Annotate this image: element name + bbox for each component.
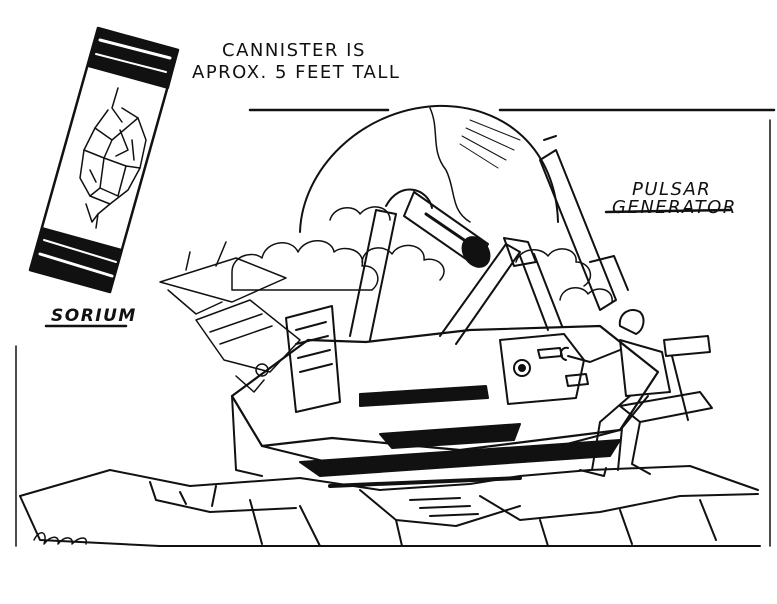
sorium-crystal (79, 87, 147, 229)
operator-chair (619, 335, 713, 475)
signature-scribble (33, 532, 88, 545)
pulsar-generator-machine (230, 135, 660, 477)
spaceship (159, 241, 301, 393)
pulsar-label-line-1: PULSAR (632, 179, 712, 200)
planet (299, 104, 559, 233)
clouds (231, 206, 613, 303)
sorium-canister (28, 26, 180, 294)
operator-figure (560, 308, 671, 477)
cannister-note-line-1: CANNISTER IS (222, 40, 366, 61)
ground-platform (15, 119, 771, 547)
sorium-label: SORIUM (51, 306, 137, 326)
pulsar-label-line-2: GENERATOR (612, 197, 737, 218)
cannister-note-line-2: APROX. 5 FEET TALL (192, 62, 401, 83)
